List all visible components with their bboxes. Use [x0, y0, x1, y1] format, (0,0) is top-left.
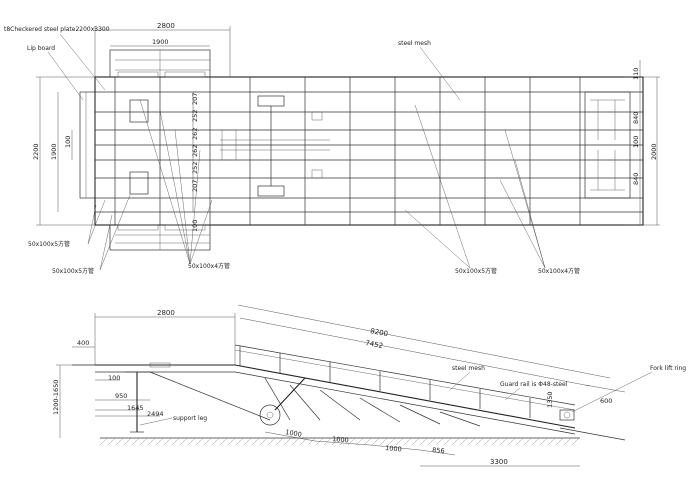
ramp-top	[234, 364, 576, 429]
dim-262a: 262	[191, 128, 199, 140]
label-tube-left-1: 50x100x5方管	[28, 240, 70, 248]
elev-dim-1000a: 1000	[285, 428, 303, 439]
elev-dim-7452: 7452	[365, 339, 384, 350]
dim-207a: 207	[191, 93, 199, 105]
label-lip-board: Lip board	[27, 45, 55, 52]
elev-dim-2494: 2494	[147, 410, 164, 418]
elev-dim-1000b: 1000	[332, 435, 349, 444]
dim-right-100: 100	[632, 136, 640, 148]
elev-dim-400: 400	[77, 339, 89, 347]
dim-252a: 252	[191, 110, 199, 122]
dim-left-2200: 2200	[32, 143, 40, 160]
plan-col-dims: 207 252 262 262 252 207 100	[191, 92, 199, 232]
dim-right-110: 110	[632, 68, 640, 80]
dim-207b: 207	[191, 180, 199, 192]
elevation-view: 2800 8200 7452 400 1200-1650 100 950 164…	[52, 304, 686, 467]
dim-262b: 262	[191, 145, 199, 157]
plan-leg-box-lower	[129, 171, 149, 195]
label-tube-left-2: 50x100x5方管	[52, 267, 94, 275]
guard-rail	[234, 344, 576, 406]
elev-dim-1000c: 1000	[385, 444, 402, 453]
label-guard-rail: Guard rail is Φ48-steel	[500, 381, 568, 388]
plan-leg-box-upper	[129, 99, 149, 123]
label-steel-mesh-plan: steel mesh	[398, 40, 431, 47]
dim-inner-1900: 1900	[152, 38, 169, 46]
dim-left-100: 100	[64, 136, 72, 148]
elev-dim-2800: 2800	[157, 309, 175, 317]
wheel	[259, 404, 281, 426]
elev-dim-600: 600	[600, 397, 612, 405]
elev-dim-1350: 1350	[546, 391, 554, 408]
label-steel-mesh-elev: steel mesh	[452, 365, 485, 372]
hydraulic-cylinder	[274, 377, 306, 411]
dim-right-840b: 840	[632, 173, 640, 185]
elev-dim-100: 100	[108, 374, 120, 382]
elev-dim-8200: 8200	[370, 327, 389, 338]
label-support-leg: support leg	[173, 415, 207, 422]
plan-lip-board	[79, 91, 96, 199]
dim-right-840a: 840	[632, 112, 640, 124]
elev-dim-1645: 1645	[127, 404, 144, 412]
label-fork-lift-ring: Fork lift ring	[650, 365, 686, 372]
plan-cross-members	[114, 77, 581, 225]
dim-right-2000: 2000	[650, 143, 658, 160]
label-checkered-plate: t8Checkered steel plate2200x3300	[4, 26, 110, 33]
label-tube-right-5: 50x100x5方管	[455, 267, 497, 275]
elev-dim-height: 1200-1650	[52, 380, 60, 415]
plan-wheel-lower	[257, 185, 285, 197]
dim-left-1900: 1900	[50, 143, 58, 160]
dim-top-2800: 2800	[157, 22, 175, 30]
dim-252b: 252	[191, 162, 199, 174]
ground-hatch	[99, 437, 580, 446]
elev-dim-856: 856	[432, 446, 445, 455]
dim-small-100: 100	[191, 220, 199, 232]
plan-view: 207 252 262 262 252 207 100 2800 1900 22…	[4, 22, 660, 275]
fork-lift-ring-box	[559, 409, 575, 421]
guard-rail-posts	[239, 346, 531, 418]
label-tube-right-4: 50x100x4方管	[538, 267, 580, 275]
label-tube-mid: 50x100x4方管	[188, 262, 230, 270]
plan-wheel-upper	[257, 95, 285, 107]
elev-dim-3300: 3300	[490, 458, 508, 466]
elev-dim-950: 950	[115, 392, 127, 400]
